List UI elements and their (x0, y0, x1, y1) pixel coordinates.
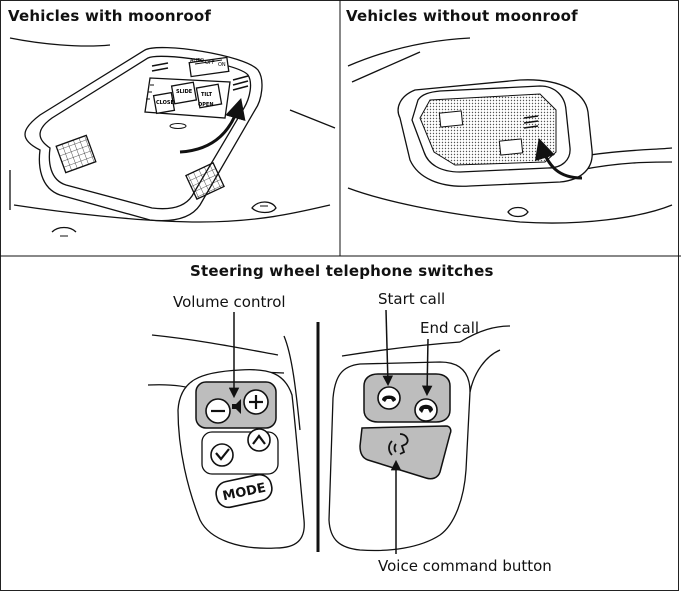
volume-down-button[interactable] (205, 398, 231, 424)
volume-control-label: Volume control (173, 293, 286, 311)
callout-arrows (228, 309, 433, 554)
voice-command-label: Voice command button (378, 557, 552, 575)
without-moonroof-title: Vehicles without moonroof (346, 7, 578, 25)
open-mark: OPEN (198, 102, 214, 108)
moonroof-console-illustration (9, 37, 336, 237)
off-mark: OFF (205, 60, 215, 66)
call-buttons-panel (363, 373, 451, 423)
start-call-button[interactable] (377, 386, 401, 410)
up-button[interactable] (247, 428, 271, 452)
start-call-label: Start call (378, 290, 446, 308)
close-mark: CLOSE (156, 100, 175, 106)
on-mark: ON (218, 62, 226, 68)
check-button[interactable] (210, 443, 234, 467)
volume-up-button[interactable] (243, 389, 269, 415)
no-moonroof-console-illustration (347, 37, 673, 224)
steering-title: Steering wheel telephone switches (190, 262, 494, 280)
slide-mark: SLIDE (176, 89, 193, 95)
voice-command-icon (388, 433, 409, 456)
mode-button[interactable]: MODE (214, 472, 274, 509)
end-call-button[interactable] (414, 398, 438, 422)
end-call-label: End call (420, 319, 480, 337)
with-moonroof-title: Vehicles with moonroof (8, 7, 212, 25)
tilt-mark: TILT (201, 92, 213, 98)
auto-mark: AUTO (190, 58, 204, 64)
speaker-icon (232, 399, 241, 414)
voice-command-button[interactable] (359, 425, 452, 480)
